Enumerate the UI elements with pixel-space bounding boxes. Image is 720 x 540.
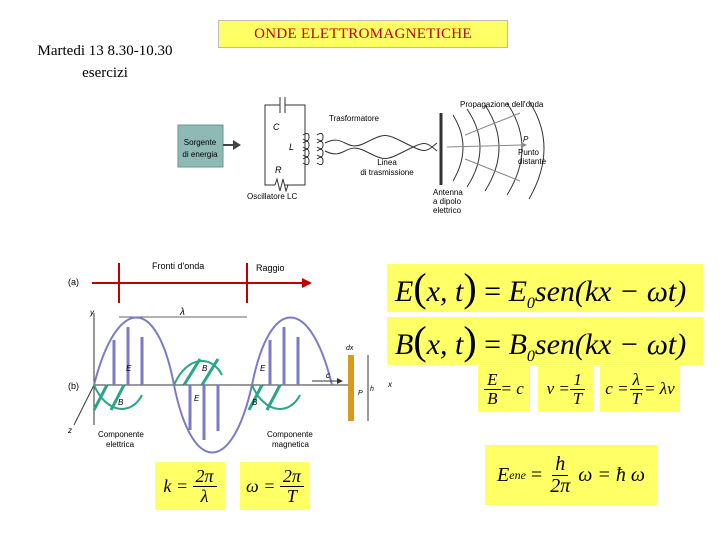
ray-label: Raggio <box>256 263 285 273</box>
ray-arrow <box>302 278 312 288</box>
e-label-1: E <box>126 364 132 373</box>
p-label: P <box>358 390 363 397</box>
propagation-label: Propagazione dell'onda <box>460 100 544 109</box>
dx-label: dx <box>346 345 354 352</box>
electric-component-label: Componente <box>98 430 144 439</box>
session-topic: esercizi <box>82 65 128 81</box>
far-point-label-2: distante <box>518 157 547 166</box>
wavefronts-label: Fronti d'onda <box>152 261 204 271</box>
antenna-label-2: a dipolo <box>433 197 462 206</box>
e-label-2: E <box>194 394 200 403</box>
y-axis-label: y <box>89 308 95 317</box>
magnetic-component-label-2: magnetica <box>272 440 309 449</box>
magnetic-field-equation: B(x, t) = B0sen(kx − ωt) <box>387 317 703 365</box>
energy-source-box <box>177 124 224 168</box>
line-label: Linea <box>377 158 397 167</box>
session-time: Martedi 13 8.30-10.30 <box>37 43 173 59</box>
panel-a-label: (a) <box>68 277 79 287</box>
line-label-2: di trasmissione <box>360 168 414 177</box>
capacitor-label: C <box>273 122 280 132</box>
h-label: h <box>370 386 374 393</box>
antenna-label-3: elettrico <box>433 206 462 215</box>
point-label: P <box>523 135 529 144</box>
wavelength-label: λ <box>179 307 185 318</box>
magnetic-component-label: Componente <box>267 430 313 439</box>
wave-diagram: (a) (b) Fronti d'onda Raggio λ y z x E E… <box>67 261 393 454</box>
slide-title: ONDE ELETTROMAGNETICHE <box>218 20 508 48</box>
transformer-label: Trasformatore <box>329 114 379 123</box>
b-label-3: B <box>252 398 258 407</box>
source-label-2: di energia <box>182 150 218 159</box>
far-point-label: Punto <box>518 148 539 157</box>
electric-wave <box>93 316 333 454</box>
x-axis-label: x <box>387 380 393 389</box>
antenna-label: Antenna <box>433 188 463 197</box>
session-info: Martedi 13 8.30-10.30 esercizi <box>20 40 190 84</box>
resistor-label: R <box>275 165 282 175</box>
electric-field-equation: E(x, t) = E0sen(kx − ωt) <box>387 264 703 312</box>
z-axis-label: z <box>67 426 72 435</box>
source-label: Sorgente <box>184 138 217 147</box>
panel-b-label: (b) <box>68 381 79 391</box>
antenna-strip <box>348 355 354 421</box>
electric-component-label-2: elettrica <box>106 440 135 449</box>
inductor-label: L <box>289 142 294 152</box>
e-label-3: E <box>260 364 266 373</box>
antenna-diagram: Sorgente di energia C L R Oscillatore LC… <box>177 97 547 215</box>
b-label-2: B <box>202 364 208 373</box>
b-label-1: B <box>118 398 124 407</box>
c-label: c <box>326 371 330 380</box>
oscillator-label: Oscillatore LC <box>247 192 297 201</box>
